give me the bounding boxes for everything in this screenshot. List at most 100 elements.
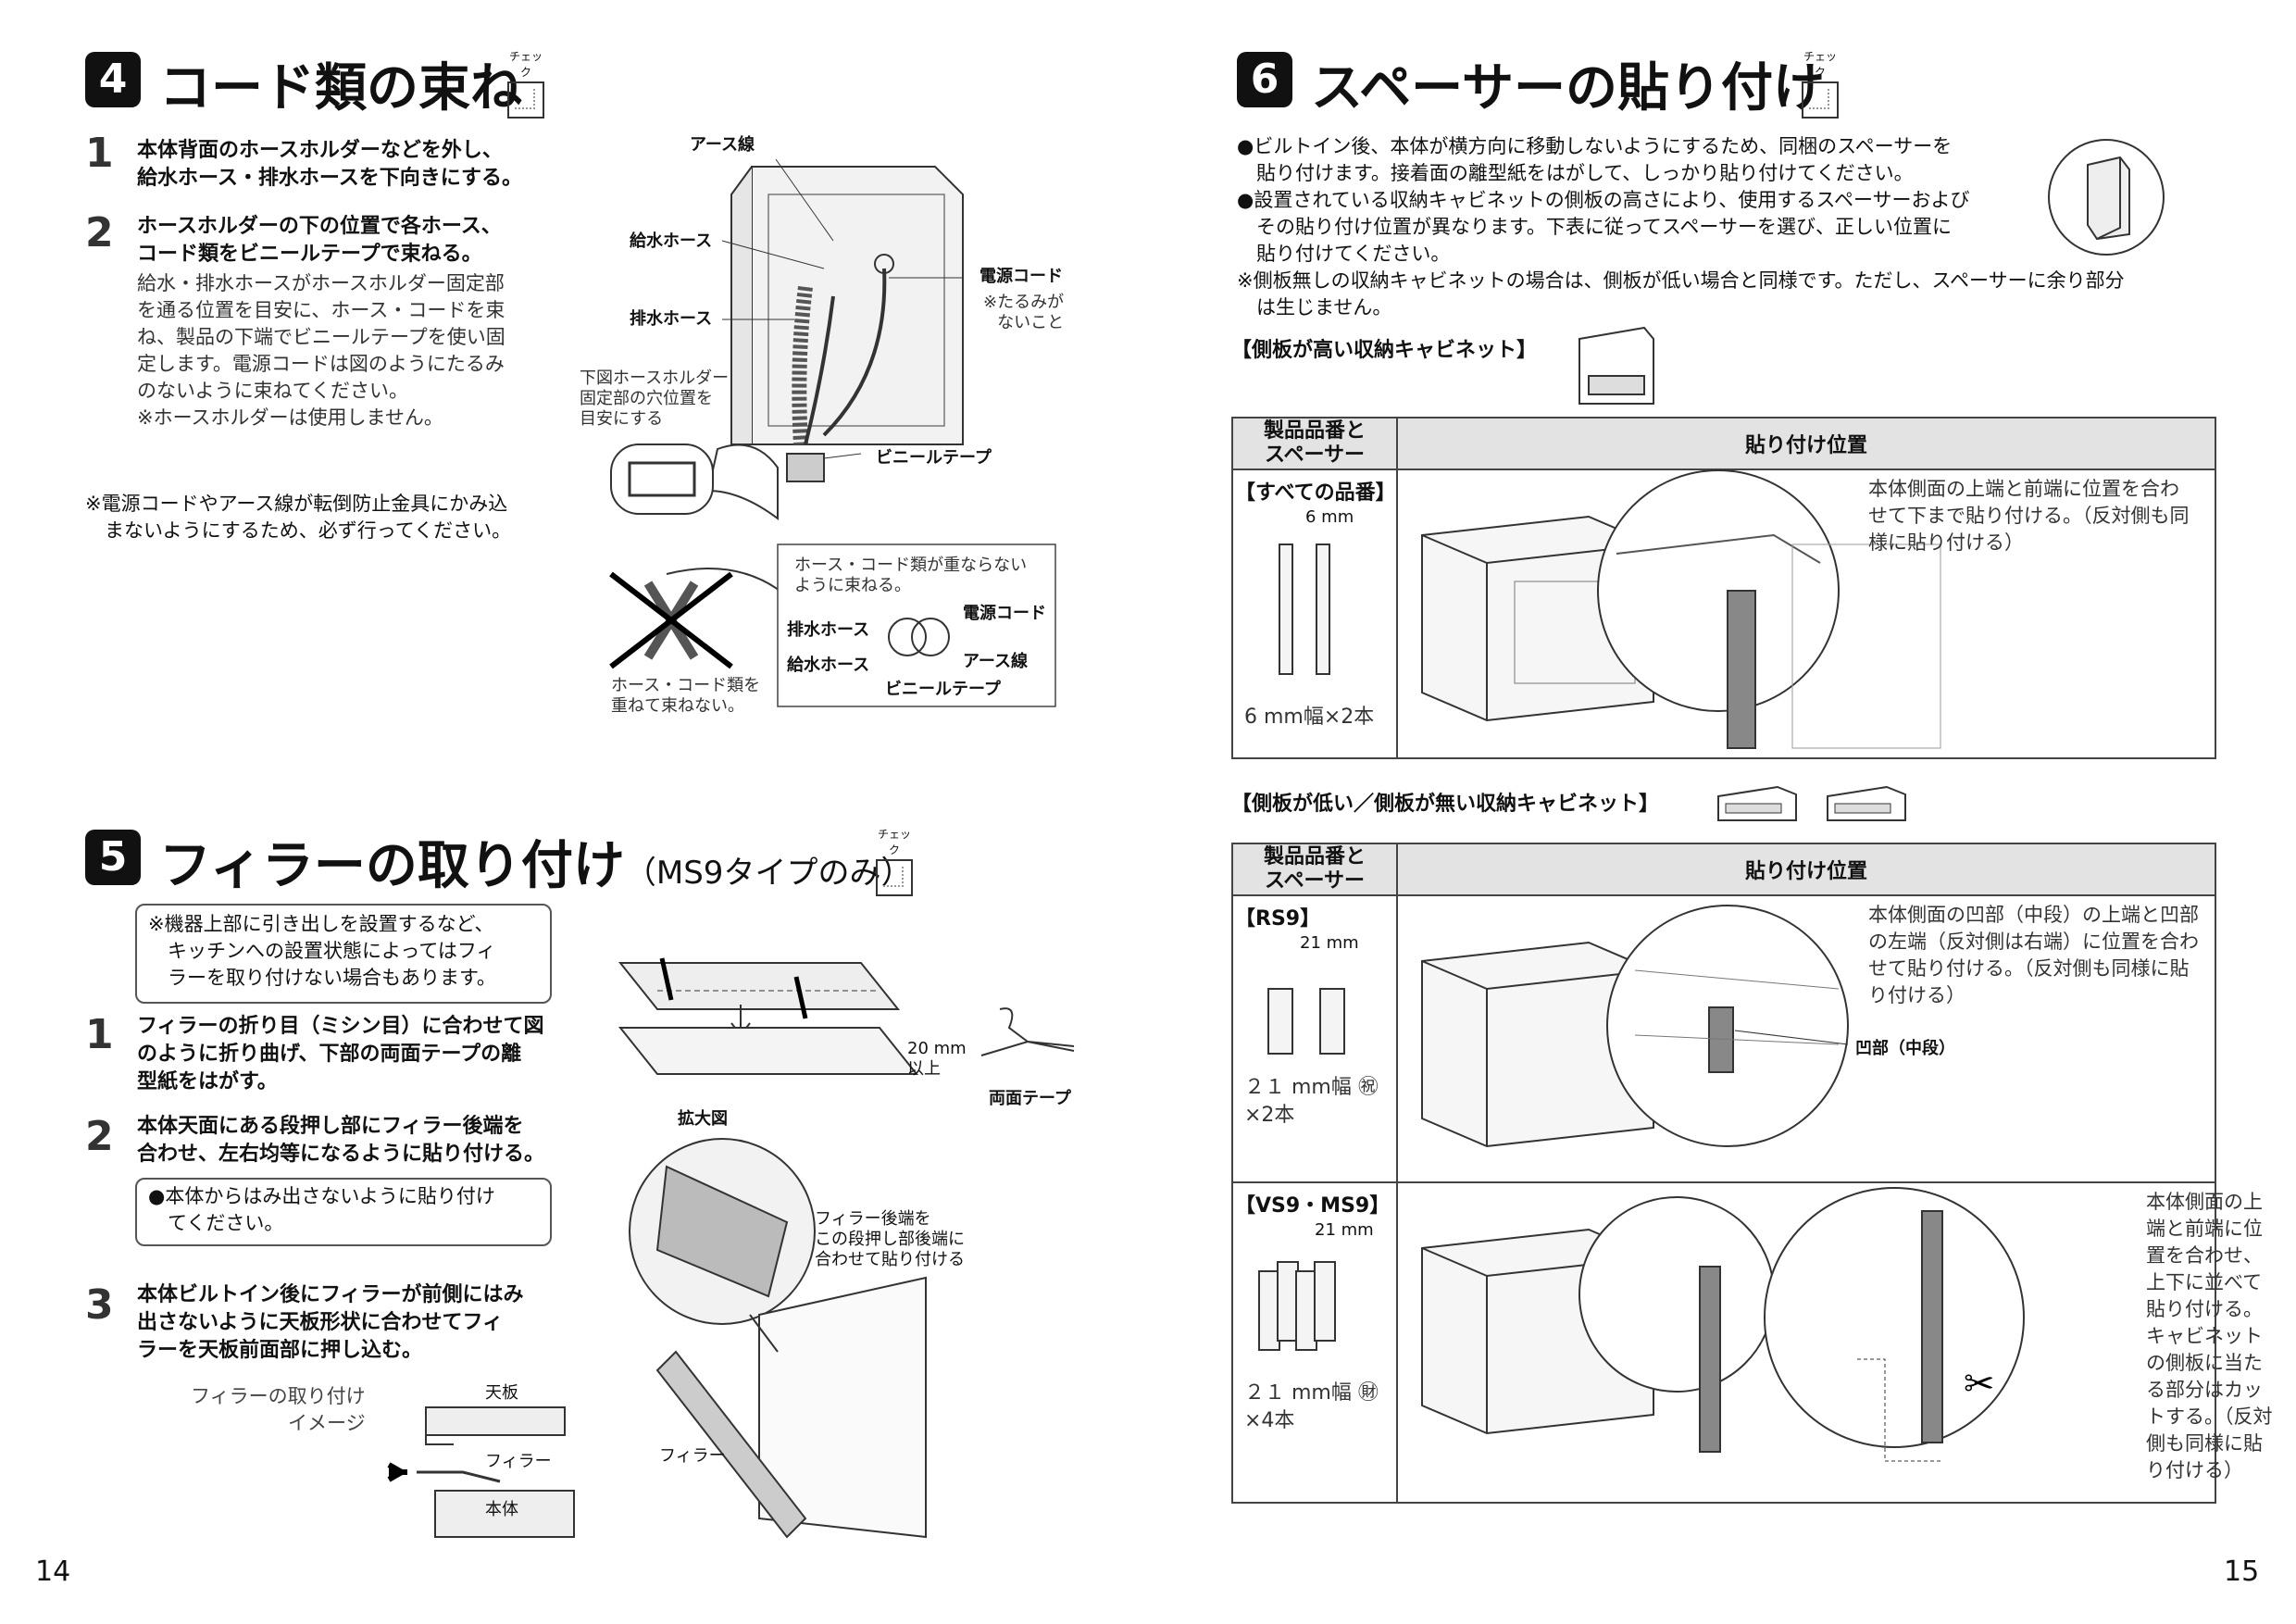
step-number: 2: [85, 209, 114, 256]
section-4-number: 4: [85, 52, 141, 107]
unit-illustration: [1421, 469, 1941, 749]
step-note-box: [135, 1178, 552, 1246]
table-cell-position: 本体側面の上端と前端に位置を合わ せて下まで貼り付ける。（反対側も同 様に貼り付…: [1396, 468, 2216, 759]
step-text: 本体天面にある段押し部にフィラー後端を 合わせ、左右均等になるように貼り付ける。: [137, 1115, 545, 1166]
spacer-spec: ２１ mm幅 ㊗ ×2本: [1244, 1076, 1379, 1127]
check-box[interactable]: チェック: [507, 48, 544, 119]
step-text: フィラーの折り目（ミシン目）に合わせて図 のように折り曲げ、下部の両面テープの離…: [137, 1015, 544, 1093]
step-text: ホースホルダーの下の位置で各ホース、 コード類をビニールテープで束ねる。: [137, 215, 502, 266]
page-number-right: 15: [2224, 1555, 2260, 1588]
check-box[interactable]: チェック: [1802, 48, 1839, 119]
unit-illustration: [1421, 905, 1849, 1148]
label-enlarged: 拡大図: [678, 1109, 728, 1129]
table-cell-position: 本体側面の凹部（中段）の上端と凹部 の左端（反対側は右端）に位置を合わ せて貼り…: [1396, 894, 2216, 1183]
label-inset-power: 電源コード: [963, 604, 1046, 623]
section-5-title: フィラーの取り付け（MS9タイプのみ）: [159, 824, 912, 899]
label-vinyl-tape: ビニールテープ: [876, 448, 992, 468]
low-cabinet-heading: 【側板が低い／側板が無い収納キャビネット】: [1231, 793, 1660, 816]
spacer-block-icon: [1258, 1261, 1336, 1351]
step-number: 1: [85, 1011, 114, 1058]
label-power-cord: 電源コード: [980, 267, 1063, 286]
high-cabinet-icon: [1578, 326, 1654, 405]
label-align-note: フィラー後端を この段押し部後端に 合わせて貼り付ける: [815, 1209, 965, 1269]
step-number: 2: [85, 1113, 114, 1160]
label-filler: フィラー: [659, 1446, 726, 1466]
checkmark-icon: [876, 859, 913, 896]
unit-illustration: ✂: [1421, 1187, 2025, 1462]
col-header-position: 貼り付け位置: [1396, 843, 2216, 896]
section-5-number: 5: [85, 830, 141, 885]
label-slack-note: ※たるみが ないこと: [983, 293, 1065, 332]
spacer-dim: 6 mm: [1305, 507, 1354, 527]
section-6-bullets: ●ビルトイン後、本体が横方向に移動しないようにするため、同梱のスペーサーを 貼り…: [1237, 135, 2125, 319]
label-top-board: 天板: [485, 1383, 518, 1403]
table-cell-model: 【VS9・MS9】 21 mm ２１ mm幅 ㊖ ×4本: [1231, 1181, 1398, 1504]
spacer-spec: 6 mm幅×2本: [1244, 706, 1375, 729]
image-title: フィラーの取り付け イメージ: [191, 1385, 366, 1434]
label-inset-earth: アース線: [963, 652, 1029, 671]
notice-box: [135, 904, 552, 1004]
section-6-title: スペーサーの貼り付け: [1311, 58, 1825, 119]
spacer-table-high: 製品品番と スペーサー 貼り付け位置 【すべての品番】 6 mm 6 mm幅×2…: [1231, 417, 2216, 759]
label-bad-note: ホース・コード類を 重ねて束ねない。: [611, 676, 761, 716]
spacer-strip-icon: [1279, 543, 1330, 675]
filler-image-figure: [387, 1406, 575, 1538]
table-cell-position: ✂ 本体側面の上 端と前端に位 置を合わせ、 上下に並べて 貼り付ける。 キャビ…: [1396, 1181, 2273, 1504]
section-5-title-text: フィラーの取り付け: [159, 836, 625, 896]
step-note-text: ●本体からはみ出さないように貼り付け てください。: [148, 1185, 495, 1234]
svg-text:✂: ✂: [1964, 1363, 1995, 1405]
rear-view-figure: [609, 158, 1056, 707]
spacer-spec: ２１ mm幅 ㊖ ×4本: [1244, 1381, 1379, 1432]
check-label: チェック: [508, 50, 543, 79]
step-detail: 給水・排水ホースがホースホルダー固定部 を通る位置を目安に、ホース・コードを束 …: [137, 272, 505, 429]
position-description: 本体側面の凹部（中段）の上端と凹部 の左端（反対側は右端）に位置を合わ せて貼り…: [1868, 904, 2199, 1006]
filler-attach-figure: [629, 1138, 927, 1539]
section-note: ※電源コードやアース線が転倒防止金具にかみ込 まないようにするため、必ず行ってく…: [85, 493, 512, 542]
low-cabinet-icons: [1717, 785, 1906, 821]
section-4-title: コード類の束ね: [159, 58, 522, 119]
label-drain-hose: 排水ホース: [630, 309, 713, 329]
spacer-dim: 21 mm: [1315, 1220, 1374, 1240]
step-number: 3: [85, 1281, 114, 1329]
label-min-size: 20 mm 以上: [907, 1039, 967, 1079]
label-filler-2: フィラー: [485, 1452, 552, 1471]
model-name: 【VS9・MS9】: [1235, 1194, 1391, 1218]
notice-text: ※機器上部に引き出しを設置するなど、 キッチンへの設置状態によってはフィ ラーを…: [148, 913, 496, 989]
position-description: 本体側面の上 端と前端に位 置を合わせ、 上下に並べて 貼り付ける。 キャビネッ…: [2146, 1191, 2273, 1481]
label-earth: アース線: [690, 135, 755, 155]
label-inset-note: ホース・コード類が重ならない ように束ねる。: [794, 556, 1028, 595]
page-number-left: 14: [35, 1555, 71, 1588]
step-number: 1: [85, 130, 114, 177]
check-label: チェック: [1803, 50, 1837, 79]
table-row: 【RS9】 21 mm ２１ mm幅 ㊗ ×2本 本体側面の凹部（中段）の上端と…: [1231, 894, 2216, 1183]
label-double-tape: 両面テープ: [989, 1089, 1071, 1108]
section-6-number: 6: [1237, 52, 1292, 107]
label-supply-hose: 給水ホース: [630, 231, 713, 251]
spacer-icon: [2048, 139, 2165, 256]
col-header-model: 製品品番と スペーサー: [1231, 417, 1398, 470]
high-cabinet-heading: 【側板が高い収納キャビネット】: [1231, 339, 1538, 362]
step-text: 本体ビルトイン後にフィラーが前側にはみ 出さないように天板形状に合わせてフィ ラ…: [137, 1283, 524, 1362]
checkmark-icon: [1802, 81, 1839, 119]
checkmark-icon: [507, 81, 544, 119]
model-name: 【すべての品番】: [1235, 481, 1396, 505]
col-header-model: 製品品番と スペーサー: [1231, 843, 1398, 896]
label-inset-drain: 排水ホース: [787, 620, 870, 640]
filler-fold-figure: [618, 957, 1075, 1075]
check-label: チェック: [877, 828, 911, 856]
check-box[interactable]: チェック: [876, 826, 913, 896]
spacer-block-icon: [1267, 988, 1345, 1055]
spacer-table-low: 製品品番と スペーサー 貼り付け位置 【RS9】 21 mm ２１ mm幅 ㊗ …: [1231, 843, 2273, 1504]
table-cell-model: 【すべての品番】 6 mm 6 mm幅×2本: [1231, 468, 1398, 759]
step-text: 本体背面のホースホルダーなどを外し、 給水ホース・排水ホースを下向きにする。: [137, 139, 523, 190]
section-5-subtitle: （MS9タイプのみ）: [624, 855, 913, 892]
label-inset-tape: ビニールテープ: [885, 680, 1001, 699]
model-name: 【RS9】: [1235, 907, 1321, 931]
label-body: 本体: [485, 1500, 518, 1519]
label-inset-supply: 給水ホース: [787, 656, 870, 675]
callout-recess: 凹部（中段）: [1855, 1039, 1955, 1058]
col-header-position: 貼り付け位置: [1396, 417, 2216, 470]
table-row: 【VS9・MS9】 21 mm ２１ mm幅 ㊖ ×4本 ✂ 本体側面の上: [1231, 1181, 2273, 1504]
label-holder-note: 下図ホースホルダー 固定部の穴位置を 目安にする: [580, 369, 730, 429]
spacer-dim: 21 mm: [1300, 933, 1359, 953]
